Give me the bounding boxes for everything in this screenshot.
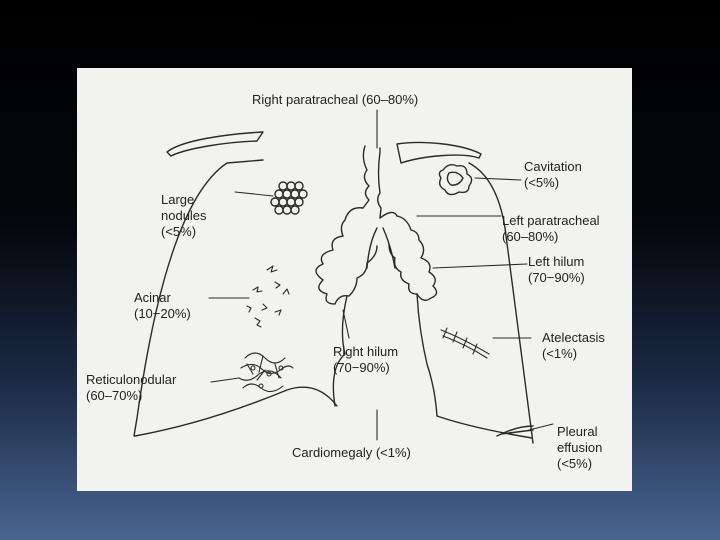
label-left-hilum: Left hilum (70−90%) bbox=[528, 254, 585, 285]
label-reticulonodular: Reticulonodular (60–70%) bbox=[86, 372, 177, 403]
left-heart-border bbox=[416, 293, 438, 417]
label-left-paratracheal: Left paratracheal (60–80%) bbox=[502, 213, 600, 244]
large-nodules-cluster bbox=[270, 181, 308, 215]
right-clavicle bbox=[166, 131, 264, 157]
label-large-nodules: Large nodules (<5%) bbox=[161, 192, 207, 239]
label-atelectasis: Atelectasis (<1%) bbox=[542, 330, 605, 361]
lung-diagram-figure: Right paratracheal (60–80%) Cavitation (… bbox=[77, 68, 632, 491]
label-right-hilum: Right hilum (70−90%) bbox=[333, 344, 399, 375]
carina bbox=[366, 227, 396, 269]
trachea bbox=[377, 147, 382, 219]
reticulonodular-pattern bbox=[238, 352, 294, 393]
label-cavitation: Cavitation (<5%) bbox=[524, 159, 582, 190]
right-lung-base bbox=[134, 386, 338, 437]
left-lung-base bbox=[436, 415, 533, 439]
right-chest-wall bbox=[133, 159, 264, 437]
label-acinar: Acinar (10−20%) bbox=[134, 290, 191, 321]
left-paratracheal-mass bbox=[379, 211, 438, 301]
label-cardiomegaly: Cardiomegaly (<1%) bbox=[292, 445, 411, 460]
label-pleural-effusion: Pleural effusion (<5%) bbox=[557, 424, 603, 471]
atelectasis-marking bbox=[440, 327, 490, 359]
left-chest-wall bbox=[468, 162, 534, 444]
acinar-nodules bbox=[246, 265, 290, 328]
label-right-paratracheal: Right paratracheal (60–80%) bbox=[252, 92, 419, 107]
right-paratracheal-mass bbox=[315, 207, 378, 305]
pleural-effusion-meniscus bbox=[496, 425, 534, 437]
left-clavicle bbox=[396, 141, 482, 164]
lung-diagram-drawing bbox=[133, 109, 554, 444]
leader-lines bbox=[208, 109, 554, 441]
cavitation-lesion bbox=[438, 163, 473, 196]
trachea-right-wall bbox=[362, 145, 370, 209]
